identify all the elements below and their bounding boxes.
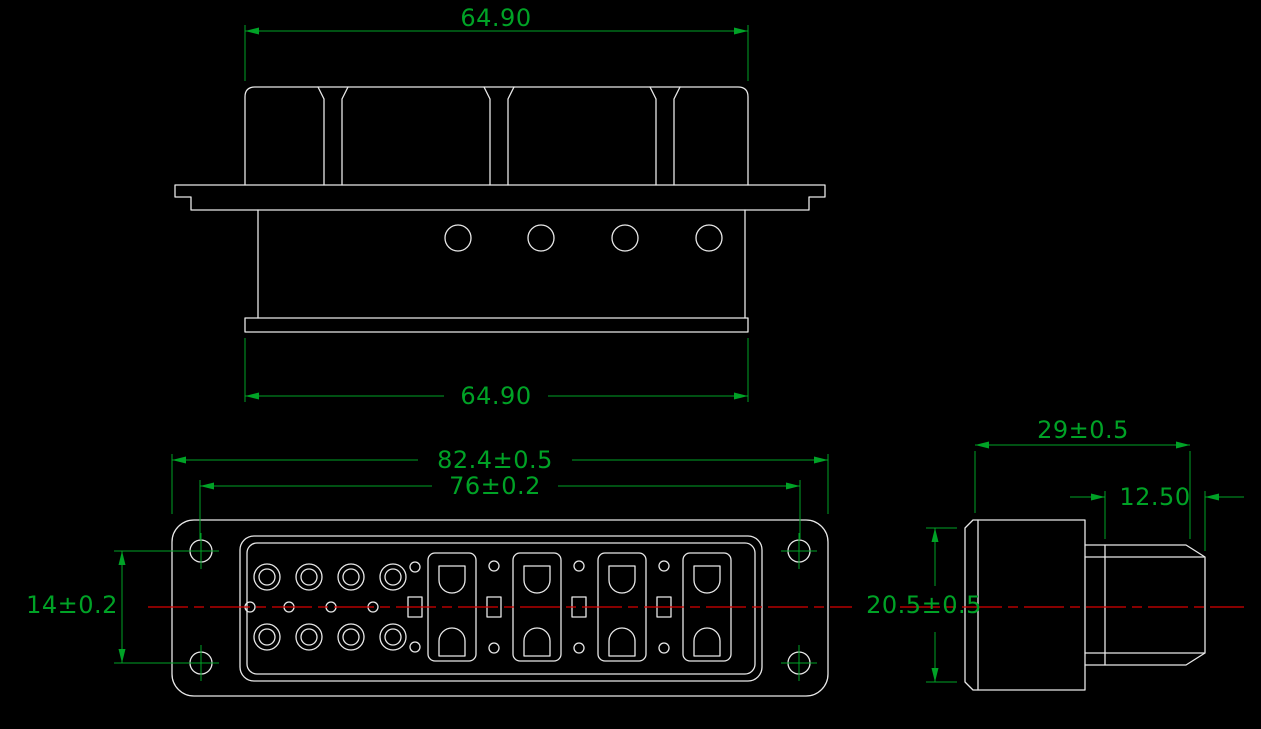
front-view: 64.90 64.90 [174, 4, 826, 410]
dim-arrow [786, 482, 800, 490]
locator-hole [409, 561, 421, 573]
hood-outline [244, 86, 749, 186]
terminal-outer [379, 563, 407, 591]
terminal-outer [295, 563, 323, 591]
cavity-hole [527, 224, 555, 252]
dim-arrow [931, 668, 939, 682]
dim-arrow [118, 649, 126, 663]
side-body-outline [964, 519, 1086, 691]
terminal-inner [384, 628, 402, 646]
body-sides [257, 209, 746, 319]
terminal-outer [295, 623, 323, 651]
blade-contact [523, 627, 551, 657]
cavity-hole [444, 224, 472, 252]
mount-hole-center-marks [183, 533, 817, 681]
blade-contact [523, 565, 551, 594]
extension-lines [244, 25, 749, 402]
cavity-hole [611, 224, 639, 252]
blade-contact [693, 627, 721, 657]
blade-contact [438, 565, 466, 594]
dim-text-hole-spacing: 76±0.2 [449, 472, 541, 500]
terminal-inner [300, 628, 318, 646]
side-geometry [964, 519, 1206, 691]
locator-hole [658, 642, 670, 654]
dim-text-top-width: 64.90 [460, 4, 531, 32]
locator-hole [573, 560, 585, 572]
terminal-inner [258, 628, 276, 646]
terminal-inner [342, 568, 360, 586]
dim-text-hole-row-spacing: 14±0.2 [26, 591, 118, 619]
blade-contact [608, 627, 636, 657]
locator-hole [409, 641, 421, 653]
dim-arrow [245, 392, 259, 400]
dim-text-overall-depth: 29±0.5 [1037, 416, 1129, 444]
side-tip-chamfer-lines [1084, 556, 1205, 654]
dim-text-body-height: 20.5±0.5 [866, 591, 982, 619]
side-dimensions: 29±0.5 12.50 20.5±0.5 [866, 416, 1244, 683]
terminal-inner [342, 628, 360, 646]
dimension-lines [934, 444, 1244, 682]
dimension-lines [121, 459, 828, 663]
blade-contact [608, 565, 636, 594]
dim-arrow [1205, 493, 1219, 501]
front-geometry [174, 86, 826, 333]
terminal-outer [253, 563, 281, 591]
front-dimensions: 64.90 64.90 [244, 4, 749, 410]
locator-hole [573, 642, 585, 654]
locator-hole [488, 560, 500, 572]
dim-arrow [118, 551, 126, 565]
face-geometry [171, 519, 829, 697]
terminal-inner [300, 568, 318, 586]
terminal-outer [337, 623, 365, 651]
extension-lines [114, 454, 829, 664]
terminal-outer [379, 623, 407, 651]
body-base [244, 317, 749, 333]
dim-arrow [814, 456, 828, 464]
dim-arrow [931, 528, 939, 542]
dim-text-overall-width: 82.4±0.5 [437, 446, 553, 474]
side-view: 29±0.5 12.50 20.5±0.5 [866, 416, 1244, 691]
dim-arrow [1176, 441, 1190, 449]
side-tip-outline [1084, 544, 1206, 666]
dim-text-bottom-width: 64.90 [460, 382, 531, 410]
face-seal-outline [239, 535, 763, 682]
dim-arrow [200, 482, 214, 490]
terminal-inner [384, 568, 402, 586]
blade-contact [693, 565, 721, 594]
terminal-outer [253, 623, 281, 651]
terminal-inner [258, 568, 276, 586]
cavity-hole [695, 224, 723, 252]
extension-lines [926, 451, 1206, 683]
hood-slot-lines [317, 86, 681, 186]
dim-arrow [734, 27, 748, 35]
face-view: 82.4±0.5 76±0.2 14±0.2 [26, 446, 852, 697]
dimension-lines [245, 30, 748, 397]
dim-arrow [245, 27, 259, 35]
dim-arrow [172, 456, 186, 464]
dim-arrow [1091, 493, 1105, 501]
blade-contact [438, 627, 466, 657]
dim-text-tip-length: 12.50 [1119, 483, 1190, 511]
locator-hole [658, 560, 670, 572]
dim-arrow [975, 441, 989, 449]
face-dimensions: 82.4±0.5 76±0.2 14±0.2 [26, 446, 829, 664]
shell-outline [171, 519, 829, 697]
terminal-outer [337, 563, 365, 591]
face-inner-outline [246, 542, 756, 675]
flange-outline [174, 184, 826, 211]
locator-hole [488, 642, 500, 654]
dim-arrow [734, 392, 748, 400]
